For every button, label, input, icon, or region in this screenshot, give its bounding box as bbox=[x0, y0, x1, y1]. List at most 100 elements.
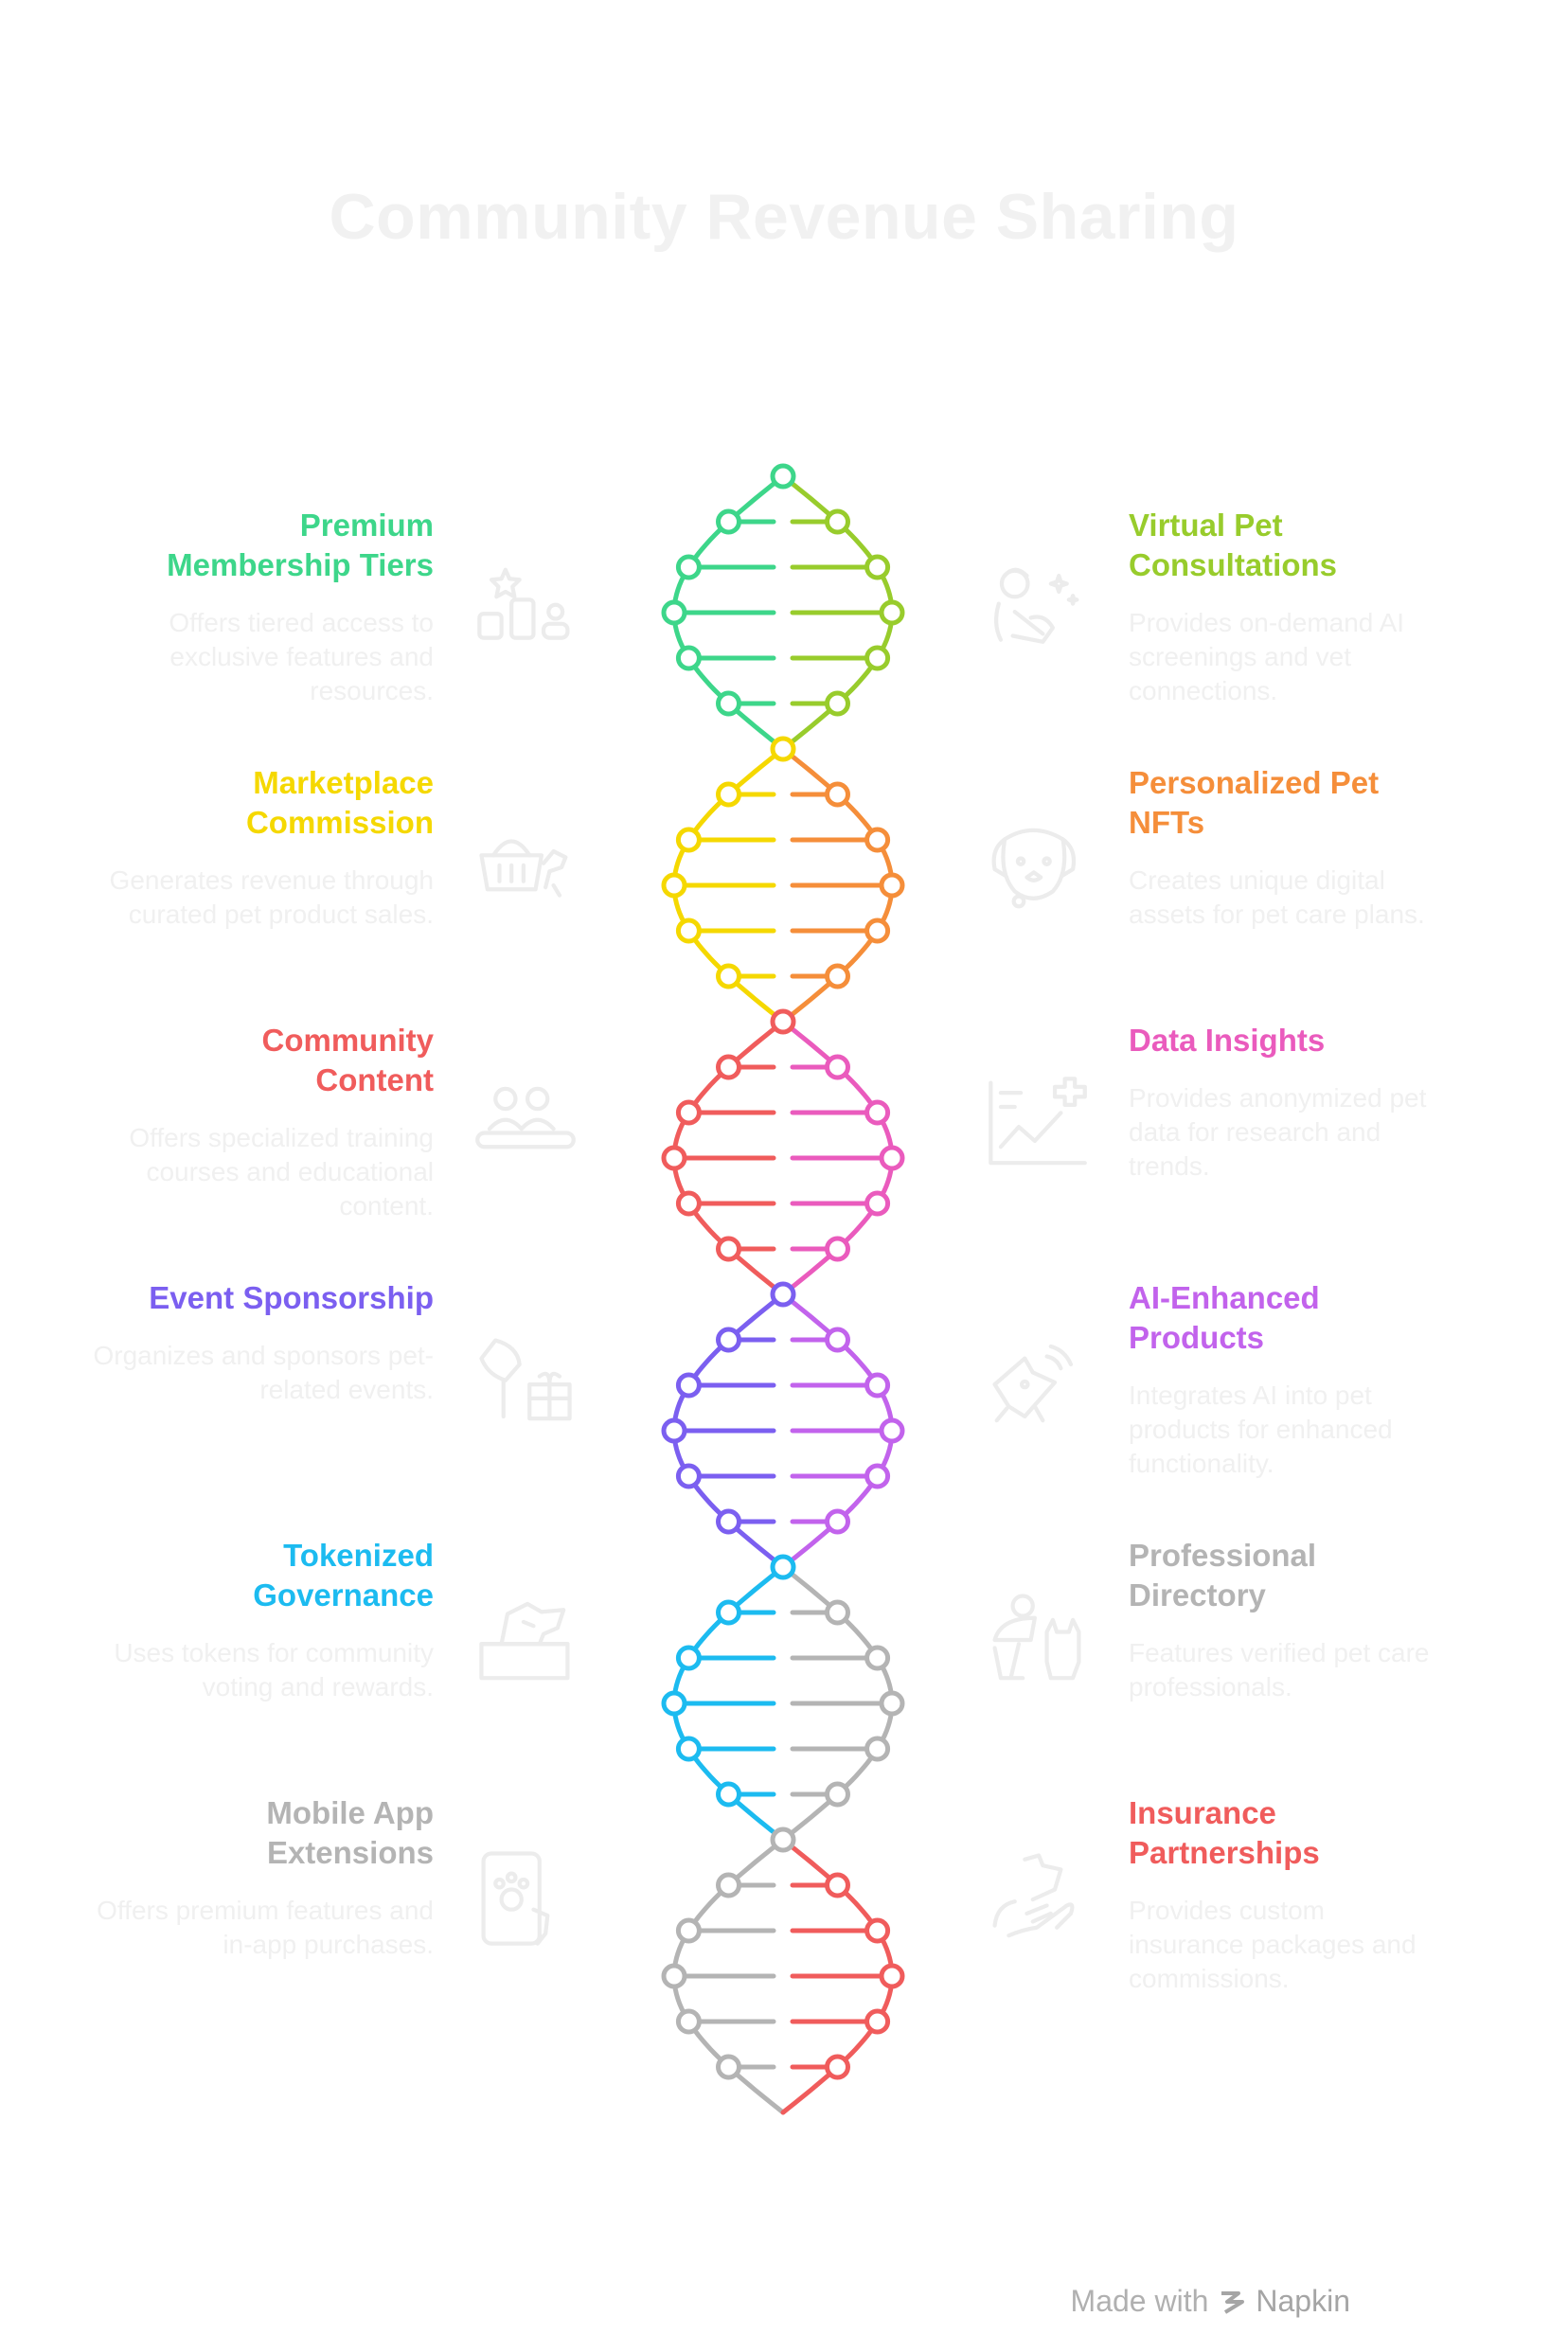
revenue-item-heading: Virtual Pet Consultations bbox=[1129, 508, 1337, 582]
footer-brand: Napkin bbox=[1256, 2284, 1350, 2318]
page-title: Community Revenue Sharing bbox=[329, 181, 1239, 253]
helix-node-right bbox=[825, 1599, 850, 1626]
helix-node-left bbox=[716, 963, 741, 989]
helix-node-left bbox=[716, 1781, 741, 1808]
helix-node-left bbox=[661, 1145, 687, 1171]
revenue-item-heading: Tokenized Governance bbox=[253, 1538, 434, 1613]
helix-node-right bbox=[864, 1099, 891, 1126]
revenue-item-heading: AI-Enhanced Products bbox=[1129, 1280, 1320, 1355]
helix-node-left bbox=[716, 781, 741, 808]
revenue-item-description: Provides on-demand AI screenings and vet… bbox=[1129, 608, 1405, 705]
helix-node-left bbox=[716, 508, 741, 535]
revenue-item-heading: Marketplace Commission bbox=[245, 765, 434, 840]
revenue-item-heading: Professional Directory bbox=[1129, 1538, 1317, 1613]
helix-node-left bbox=[675, 1190, 702, 1217]
helix-node-right bbox=[825, 1236, 850, 1262]
helix-node-left bbox=[675, 827, 702, 853]
revenue-item-heading: Data Insights bbox=[1129, 1023, 1326, 1058]
helix-node-left bbox=[661, 599, 687, 626]
helix-node-right bbox=[879, 1145, 905, 1171]
revenue-item-description: Offers tiered access to exclusive featur… bbox=[169, 608, 434, 705]
helix-node-left bbox=[675, 1099, 702, 1126]
helix-node-right bbox=[825, 1872, 850, 1898]
revenue-item-heading: Personalized Pet NFTs bbox=[1129, 765, 1380, 840]
helix-node-right bbox=[864, 827, 891, 853]
membership-tiers-icon bbox=[477, 567, 570, 640]
helix-node-left bbox=[661, 1690, 687, 1717]
community-icon bbox=[475, 1086, 576, 1149]
helix-node-left bbox=[716, 690, 741, 717]
helix-node-right bbox=[825, 690, 850, 717]
helix-node-left bbox=[675, 1463, 702, 1489]
helix-node-left bbox=[716, 1327, 741, 1353]
helix-cross-node bbox=[770, 736, 796, 762]
napkin-logo-icon bbox=[1221, 2290, 1245, 2314]
footer-made-with: Made with bbox=[1070, 2284, 1209, 2318]
helix-node-right bbox=[879, 1963, 905, 1989]
helix-segment bbox=[661, 736, 905, 1025]
revenue-item-description: Integrates AI into pet products for enha… bbox=[1129, 1381, 1393, 1478]
helix-node-left bbox=[716, 1508, 741, 1535]
helix-node-right bbox=[864, 2008, 891, 2035]
helix-node-right bbox=[825, 963, 850, 989]
helix-segment bbox=[661, 1281, 905, 1570]
helix-cross-node bbox=[770, 1554, 796, 1580]
helix-node-right bbox=[864, 1372, 891, 1399]
helix-node-right bbox=[864, 554, 891, 580]
helix-node-right bbox=[864, 1736, 891, 1762]
vet-consult-icon bbox=[994, 567, 1079, 644]
revenue-item-heading: Premium Membership Tiers bbox=[167, 508, 434, 582]
helix-node-left bbox=[716, 2054, 741, 2080]
helix-segment bbox=[661, 1554, 905, 1843]
helix-node-right bbox=[879, 1690, 905, 1717]
helix-node-right bbox=[864, 1190, 891, 1217]
helix-node-right bbox=[825, 1327, 850, 1353]
helix-node-left bbox=[661, 1417, 687, 1444]
revenue-item-description: Offers specialized training courses and … bbox=[129, 1123, 434, 1221]
helix-node-right bbox=[864, 645, 891, 671]
helix-segment bbox=[661, 1008, 905, 1297]
helix-node-right bbox=[864, 918, 891, 944]
footer: Made with Napkin bbox=[1071, 2284, 1350, 2319]
helix-node-left bbox=[675, 2008, 702, 2035]
helix-cross-node bbox=[770, 463, 796, 490]
revenue-item-description: Provides custom insurance packages and c… bbox=[1129, 1896, 1417, 1993]
helix-node-left bbox=[675, 554, 702, 580]
helix-cross-node bbox=[770, 1826, 796, 1853]
revenue-item-heading: Mobile App Extensions bbox=[266, 1795, 434, 1870]
helix-segment bbox=[661, 1826, 905, 2115]
helix-node-left bbox=[675, 1736, 702, 1762]
event-gift-icon bbox=[479, 1338, 572, 1421]
revenue-item-description: Uses tokens for community voting and rew… bbox=[114, 1638, 434, 1702]
dog-face-icon bbox=[991, 828, 1077, 909]
revenue-item-description: Generates revenue through curated pet pr… bbox=[109, 865, 434, 929]
helix-node-right bbox=[825, 508, 850, 535]
helix-node-right bbox=[864, 1917, 891, 1944]
revenue-item-heading: Community Content bbox=[261, 1023, 435, 1097]
helix-node-left bbox=[716, 1872, 741, 1898]
smart-pet-icon bbox=[992, 1344, 1074, 1423]
helix-node-right bbox=[825, 1781, 850, 1808]
ballot-box-icon bbox=[479, 1601, 570, 1681]
revenue-item-description: Creates unique digital assets for pet ca… bbox=[1129, 865, 1425, 929]
mobile-app-icon bbox=[481, 1851, 550, 1946]
revenue-item-description: Features verified pet care professionals… bbox=[1129, 1638, 1430, 1702]
helix-node-right bbox=[864, 1463, 891, 1489]
revenue-item-description: Organizes and sponsors pet-related event… bbox=[93, 1341, 434, 1404]
helix-node-left bbox=[661, 872, 687, 899]
revenue-item-description: Provides anonymized pet data for researc… bbox=[1129, 1083, 1427, 1181]
helix-cross-node bbox=[770, 1281, 796, 1308]
professional-icon bbox=[992, 1594, 1081, 1681]
helix-node-left bbox=[716, 1236, 741, 1262]
